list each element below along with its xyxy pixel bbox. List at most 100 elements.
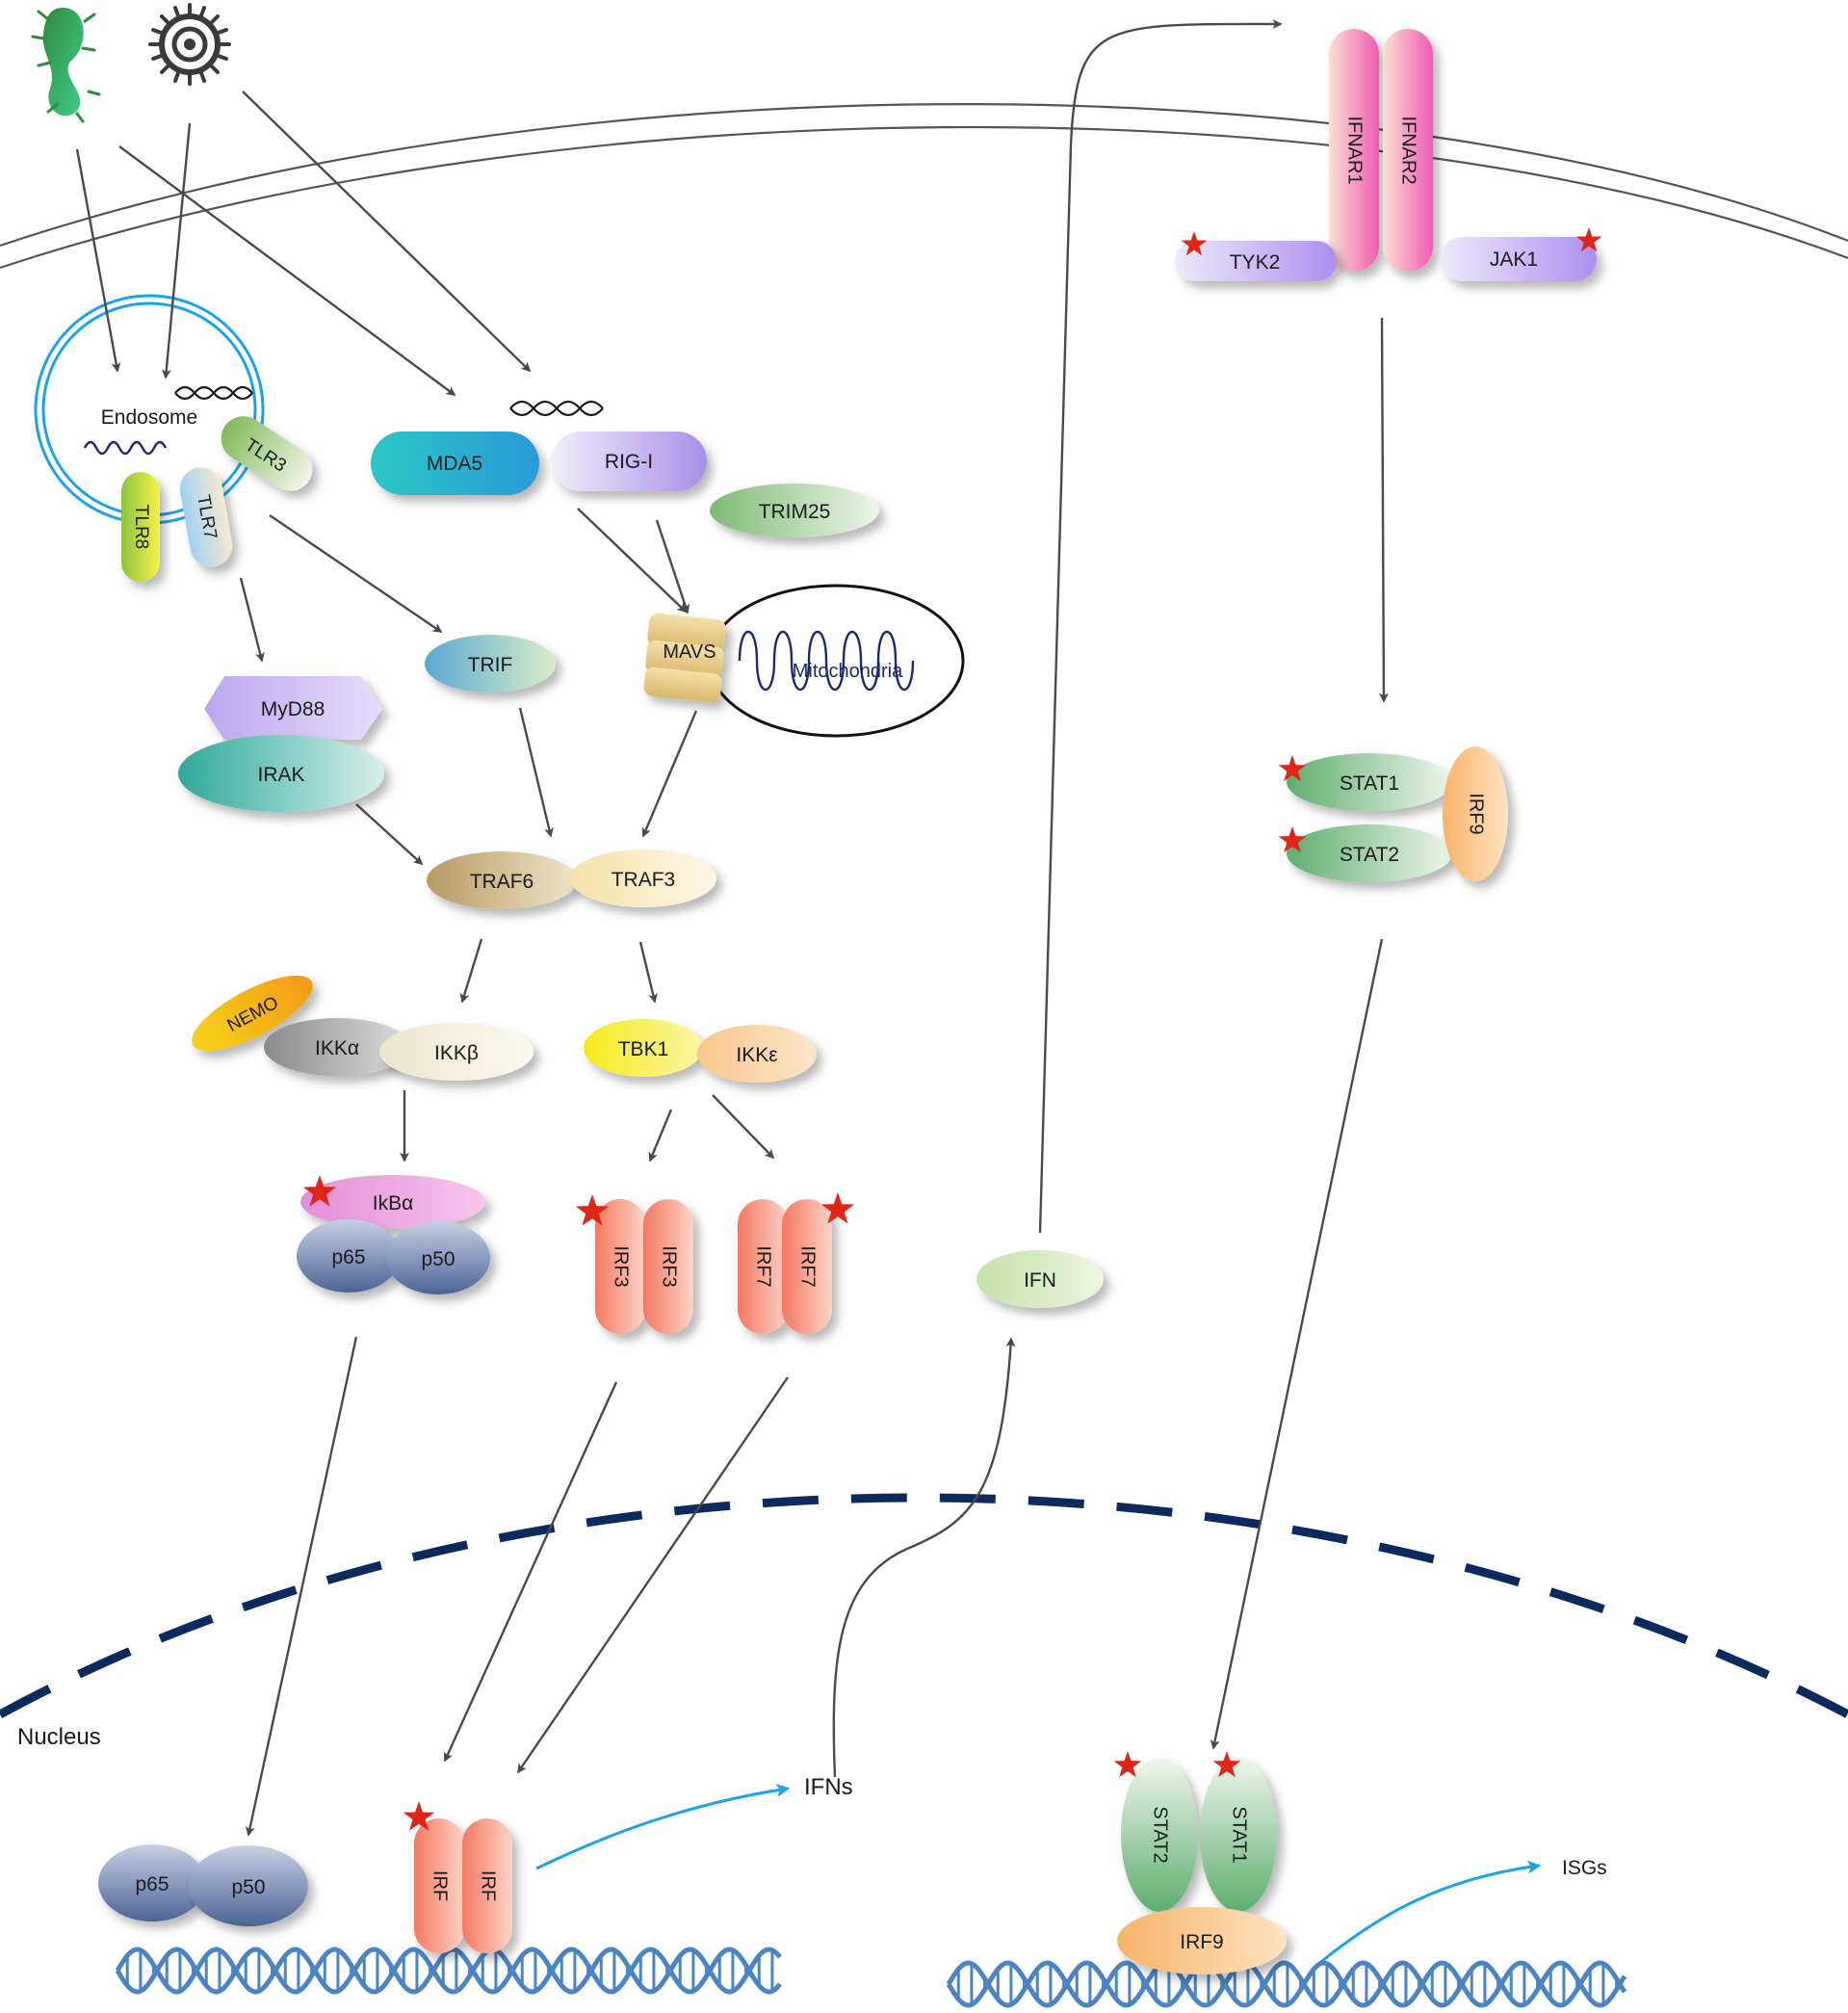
stat1: STAT1 — [1287, 753, 1452, 811]
ikba: IkBα — [300, 1175, 485, 1229]
stat1-label: STAT1 — [1340, 772, 1399, 795]
trim25-label: TRIM25 — [759, 501, 831, 523]
mda5: MDA5 — [371, 431, 539, 495]
arrow-trif-traf6 — [518, 707, 554, 838]
ikk-alpha: IKKα — [264, 1018, 410, 1076]
arrow-nfkb-nucleus — [245, 1336, 358, 1837]
tlr7: TLR7 — [179, 467, 233, 567]
myd88-label: MyD88 — [261, 698, 325, 720]
trim25: TRIM25 — [710, 484, 879, 537]
ifnar1: IFNAR1 — [1329, 29, 1379, 272]
traf6: TRAF6 — [427, 851, 577, 909]
arrow-isgf3-isgs — [1316, 1860, 1542, 1967]
dsrna-icon — [509, 400, 604, 417]
ifnar2-label: IFNAR2 — [1398, 116, 1419, 184]
stat2-label: STAT2 — [1340, 844, 1399, 866]
trif: TRIF — [425, 635, 556, 693]
arrow-stat-nucleus — [1210, 938, 1384, 1750]
myd88: MyD88 — [204, 676, 382, 740]
irf-dimer-nuclear: IRF IRF — [414, 1818, 512, 1953]
signaling-arrows — [75, 18, 1389, 1837]
p65-label: p65 — [331, 1246, 365, 1268]
irak: IRAK — [178, 735, 384, 812]
arrow-rigi-mavs — [577, 508, 688, 614]
p50-nuclear-label: p50 — [231, 1876, 265, 1898]
arrow-tbk1-irf7 — [712, 1094, 775, 1160]
irf7-dimer: IRF7 IRF7 — [738, 1199, 832, 1334]
irf3-dimer: IRF3 IRF3 — [595, 1199, 693, 1334]
stat1-nuclear-label: STAT1 — [1229, 1806, 1250, 1863]
p50: p50 — [386, 1221, 490, 1294]
dna-helix-icon — [946, 1960, 1627, 2008]
bacterium-icon — [31, 8, 101, 123]
tbk1-label: TBK1 — [618, 1038, 669, 1060]
ikk-epsilon-label: IKKε — [736, 1044, 777, 1066]
irf7-label: IRF7 — [753, 1245, 774, 1287]
tlr8: TLR8 — [121, 472, 160, 582]
arrow-bacterium-endosome — [75, 148, 121, 373]
irf7-label: IRF7 — [797, 1245, 819, 1287]
arrow-mavs-traf3 — [641, 710, 698, 838]
stat2-nuclear-label: STAT2 — [1150, 1806, 1171, 1863]
dna-strand — [946, 1960, 1627, 2008]
irak-label: IRAK — [257, 764, 304, 786]
arrow-irak-traf6 — [355, 803, 424, 866]
irf9-nuclear: IRF9 — [1117, 1907, 1287, 1974]
irf-nuclear-label: IRF — [478, 1870, 499, 1901]
rig-i-label: RIG-I — [605, 451, 653, 473]
ikk-beta-label: IKKβ — [434, 1042, 479, 1064]
jak1: JAK1 — [1441, 237, 1597, 281]
endosome-label: Endosome — [101, 406, 197, 429]
cell-membrane — [0, 103, 1848, 270]
traf3: TRAF3 — [570, 850, 716, 907]
arrow-receptor-stat — [1378, 317, 1389, 703]
arrow-trim25-mavs — [655, 519, 690, 614]
ifnar2: IFNAR2 — [1383, 29, 1433, 272]
ikk-alpha-label: IKKα — [315, 1037, 359, 1059]
ikba-label: IkBα — [373, 1192, 413, 1215]
tlr8-label: TLR8 — [131, 505, 151, 549]
irf9-label: IRF9 — [1466, 793, 1487, 834]
arrow-virus-endosome — [161, 122, 192, 379]
traf3-label: TRAF3 — [612, 869, 676, 891]
trif-label: TRIF — [468, 654, 513, 676]
dna-helix-icon — [115, 1947, 782, 1995]
arrow-irf7-nucleus — [517, 1376, 789, 1774]
p65-nuclear: p65 — [98, 1844, 206, 1922]
tyk2-label: TYK2 — [1230, 251, 1281, 274]
p65: p65 — [297, 1219, 401, 1293]
arrow-tbk1-irf3 — [648, 1109, 673, 1163]
tbk1: TBK1 — [584, 1019, 703, 1077]
ikk-beta: IKKβ — [379, 1023, 534, 1081]
tyk2: TYK2 — [1175, 241, 1337, 281]
arrow-traf3-tbk1 — [638, 941, 658, 1004]
rig-i: RIG-I — [551, 431, 707, 491]
ifn: IFN — [976, 1250, 1104, 1308]
p50-label: p50 — [421, 1248, 455, 1270]
arrow-tlr-myd88 — [239, 577, 265, 663]
p65-nuclear-label: p65 — [135, 1873, 169, 1895]
nuclear-envelope — [0, 1493, 1848, 1718]
irf3-label: IRF3 — [659, 1245, 680, 1287]
jak1-label: JAK1 — [1490, 248, 1538, 271]
mavs-label: MAVS — [663, 641, 716, 663]
traf6-label: TRAF6 — [470, 871, 534, 893]
isgs-label: ISGs — [1562, 1857, 1607, 1879]
arrow-irf-ifns — [535, 1783, 791, 1870]
irf-nuclear-label: IRF — [429, 1870, 451, 1901]
nucleus-label: Nucleus — [17, 1724, 101, 1750]
mda5-label: MDA5 — [427, 453, 482, 475]
ifn-label: IFN — [1024, 1269, 1056, 1292]
mitochondria: Mitochondria — [707, 584, 965, 738]
arrow-tlr3-trif — [269, 514, 443, 633]
irf3-label: IRF3 — [611, 1245, 632, 1287]
arrow-ifns-ifn — [832, 1337, 1016, 1778]
irf9: IRF9 — [1443, 746, 1508, 881]
stat2-nuclear: STAT2 — [1121, 1758, 1198, 1912]
stat1-nuclear: STAT1 — [1200, 1758, 1277, 1912]
dsrna-icon — [174, 385, 253, 401]
tlr3: TLR3 — [221, 416, 313, 491]
ifns-label: IFNs — [804, 1774, 853, 1800]
p50-nuclear: p50 — [189, 1845, 308, 1926]
